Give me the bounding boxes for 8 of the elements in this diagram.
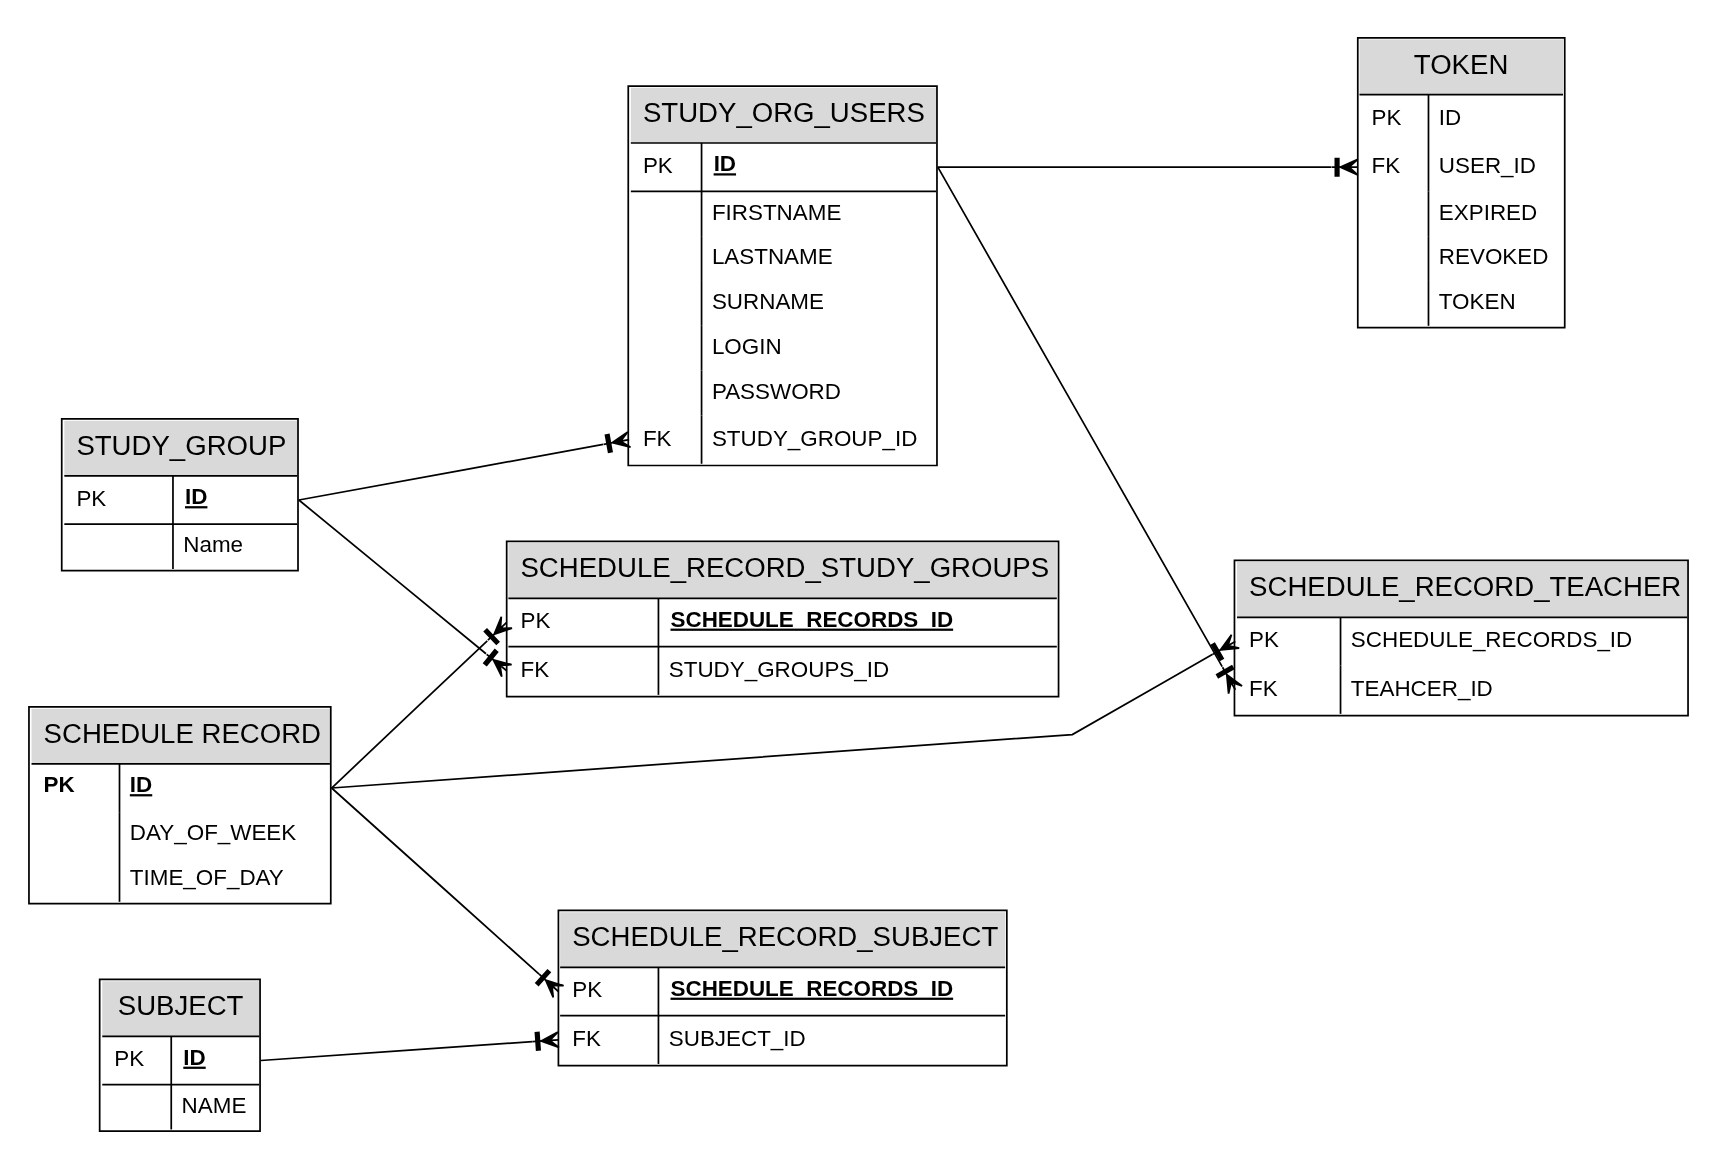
connector xyxy=(330,633,1241,789)
connector xyxy=(298,431,632,501)
connector xyxy=(936,157,1359,177)
connector xyxy=(330,787,565,999)
connector xyxy=(298,499,513,678)
connector xyxy=(330,615,513,789)
connector xyxy=(260,1031,560,1062)
connector xyxy=(936,166,1243,695)
